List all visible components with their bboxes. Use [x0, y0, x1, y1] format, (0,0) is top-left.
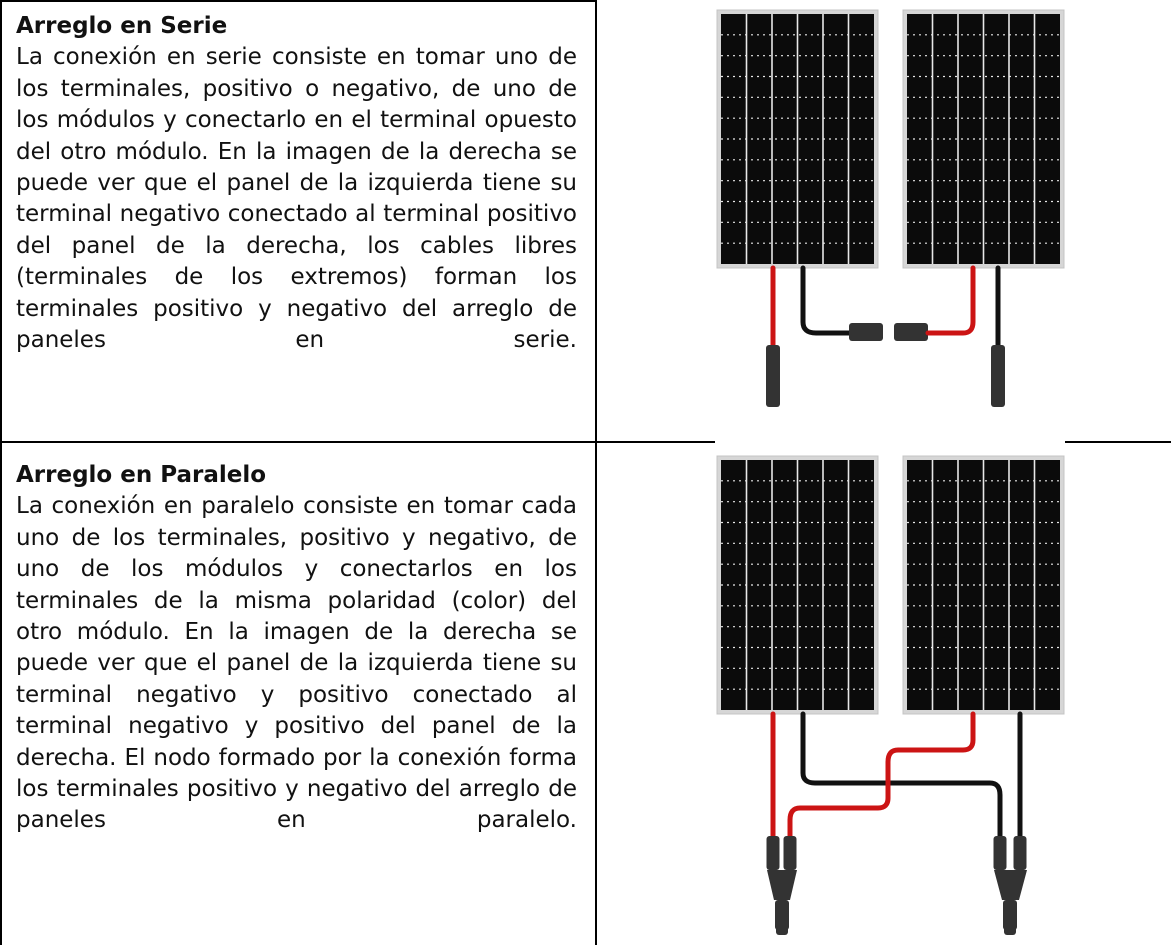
left-panel	[716, 455, 879, 715]
y-connector-left	[767, 870, 797, 900]
negative-cable-left	[800, 711, 1003, 843]
series-text-cell: Arreglo en Serie La conexión en serie co…	[16, 11, 577, 388]
solar-panels-parallel-icon	[716, 455, 1065, 935]
connector-left-a	[766, 836, 780, 870]
table-column-divider	[595, 0, 597, 945]
connector-right	[991, 345, 1005, 407]
positive-cable-right	[925, 265, 976, 336]
parallel-text-cell: Arreglo en Paralelo La conexión en paral…	[16, 460, 577, 868]
connector-left	[766, 345, 780, 407]
connector-right-out-2	[1004, 920, 1016, 935]
solar-panels-series-icon	[716, 9, 1065, 407]
connector-right-a	[993, 836, 1007, 870]
left-panel	[716, 9, 879, 269]
positive-cable-right	[787, 711, 976, 843]
table-row-divider-right	[1065, 441, 1171, 443]
y-connector-right	[994, 870, 1027, 900]
table-row-divider	[0, 441, 715, 443]
negative-cable-left	[800, 265, 853, 336]
connector-left-out-2	[776, 920, 788, 935]
right-panel	[902, 455, 1065, 715]
parallel-description: La conexión en paralelo consiste en toma…	[16, 493, 577, 834]
connector-right-b	[1013, 836, 1027, 870]
table-border-top	[0, 0, 597, 2]
connector-middle-right	[894, 323, 928, 341]
table-border-left	[0, 0, 2, 945]
series-description: La conexión en serie consiste en tomar u…	[16, 44, 577, 354]
parallel-title: Arreglo en Paralelo	[16, 462, 267, 488]
right-panel	[902, 9, 1065, 269]
connector-left-b	[783, 836, 797, 870]
series-title: Arreglo en Serie	[16, 13, 228, 39]
connector-middle-left	[849, 323, 883, 341]
